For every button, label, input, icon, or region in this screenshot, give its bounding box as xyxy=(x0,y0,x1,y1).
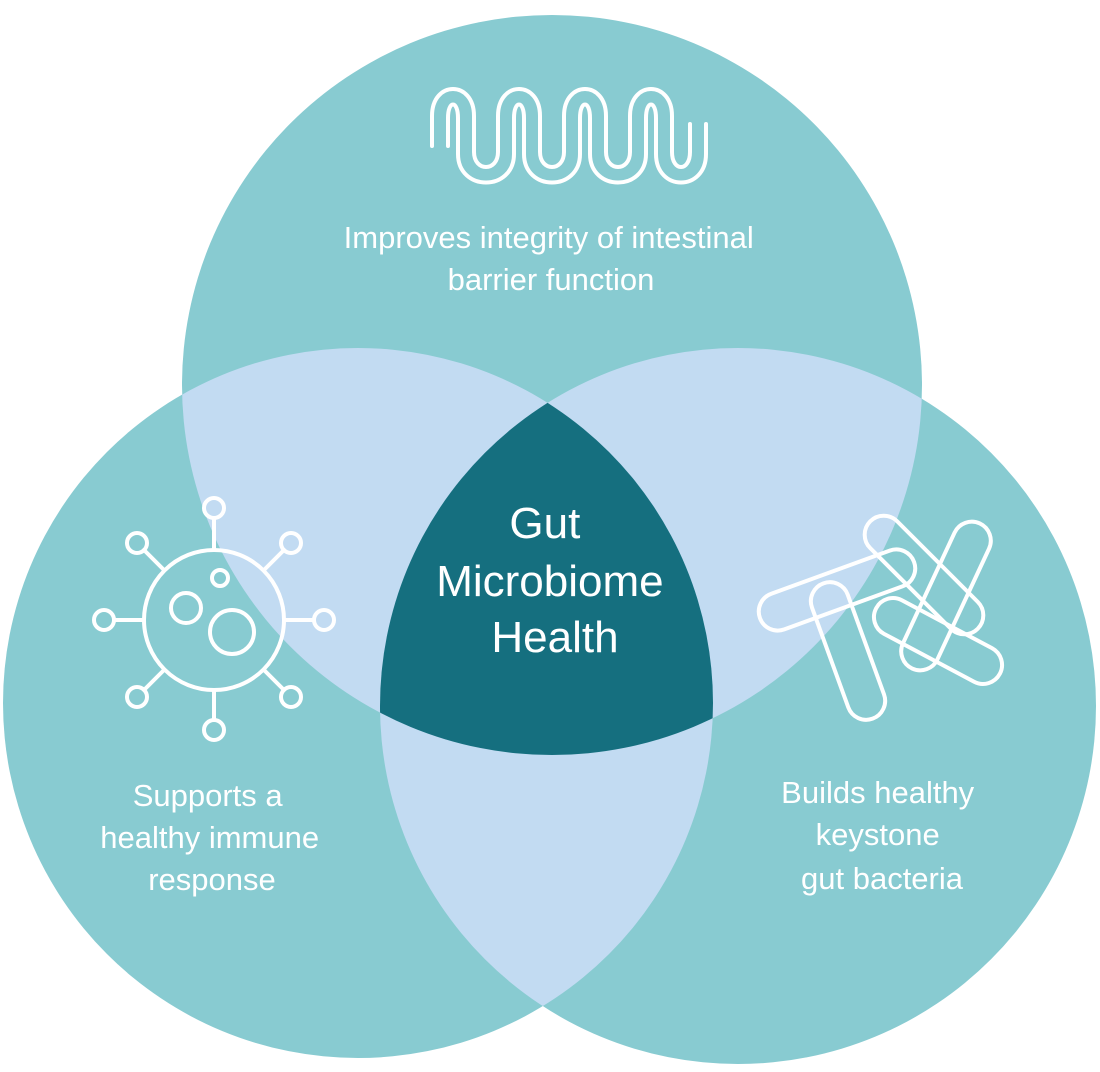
center-region xyxy=(380,348,713,755)
intestine-wave-icon xyxy=(430,87,708,185)
center-label-line: Gut xyxy=(509,499,580,548)
right-label-line: keystone xyxy=(816,817,940,852)
right-label-line: gut bacteria xyxy=(801,861,964,896)
center-label: Gut Microbiome Health xyxy=(436,499,676,662)
top-label-line: Improves integrity of intestinal xyxy=(344,220,754,255)
top-label: Improves integrity of intestinal barrier… xyxy=(344,220,763,297)
center-label-line: Microbiome xyxy=(436,557,663,606)
left-label-line: Supports a xyxy=(133,778,284,813)
right-label: Builds healthy keystone gut bacteria xyxy=(781,775,983,896)
bacteria-icon xyxy=(756,513,1005,722)
left-label: Supports a healthy immune response xyxy=(100,778,327,897)
immune-cell-icon xyxy=(92,496,336,742)
left-label-line: response xyxy=(148,862,276,897)
left-label-line: healthy immune xyxy=(100,820,319,855)
center-label-line: Health xyxy=(491,613,618,662)
top-label-line: barrier function xyxy=(448,262,655,297)
right-label-line: Builds healthy xyxy=(781,775,975,810)
